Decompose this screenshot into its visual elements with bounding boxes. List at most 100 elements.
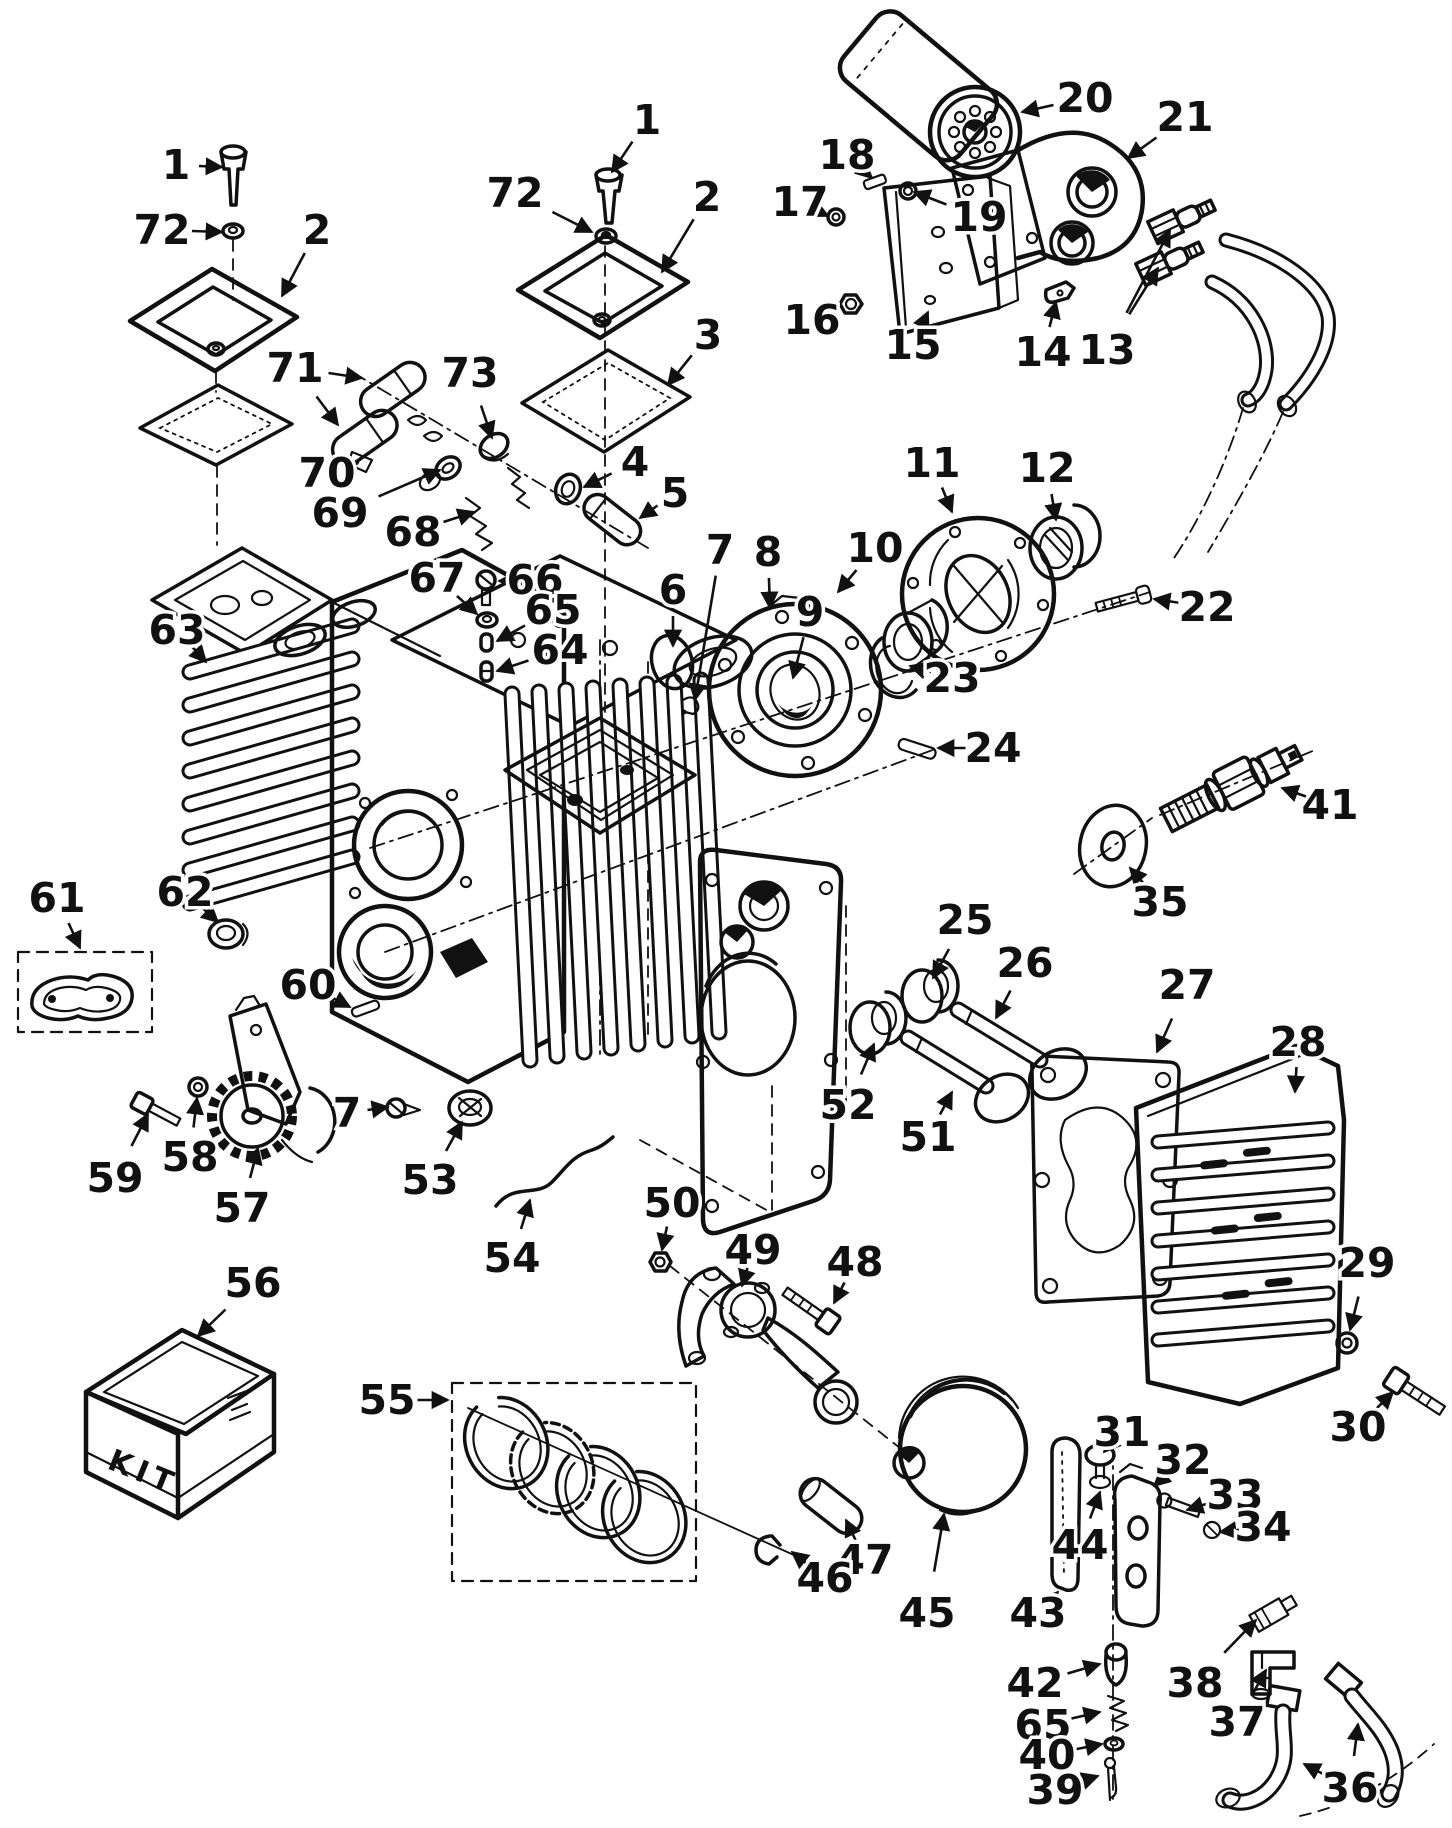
part-number-65: 65: [524, 586, 581, 634]
part-number-42: 42: [1006, 1659, 1063, 1707]
leader-line-23: [908, 661, 932, 680]
stud-22: [1094, 584, 1153, 613]
part-number-71: 71: [266, 344, 323, 392]
leader-line-36: [1302, 1762, 1328, 1780]
part-number-61: 61: [28, 874, 85, 922]
filter-adapter: [950, 130, 1146, 286]
valve-51: [899, 1029, 1031, 1124]
dowel-pin-24: [897, 737, 937, 760]
part-number-29: 29: [1338, 1239, 1395, 1287]
bracket-stud: [862, 173, 888, 191]
valve-keepers-70: [346, 414, 444, 474]
part-number-34: 34: [1234, 1503, 1291, 1551]
part-number-66: 66: [506, 556, 563, 604]
leader-line-49: [738, 1267, 756, 1288]
part-number-67: 67: [408, 554, 465, 602]
leader-line-39: [1076, 1772, 1100, 1790]
leader-line-30: [1374, 1390, 1395, 1411]
bushing-53: [447, 1089, 493, 1127]
spring-retainer-69: [418, 455, 462, 492]
leader-line-27: [1155, 1017, 1174, 1054]
leader-line-26: [994, 989, 1012, 1020]
oil-wire-54: [494, 1135, 615, 1208]
leader-line-16: [821, 303, 842, 321]
check-ball-42: [1103, 1642, 1129, 1687]
rotator-cap-73: [478, 431, 510, 462]
part-number-33: 33: [1206, 1471, 1263, 1519]
leader-line-34: [1218, 1521, 1242, 1540]
rod-cap: [677, 1266, 736, 1368]
part-number-45: 45: [898, 1589, 955, 1637]
part-number-63: 63: [148, 606, 205, 654]
ring-set-55: [450, 1381, 797, 1583]
part-number-11: 11: [903, 439, 960, 487]
part-number-53: 53: [401, 1156, 458, 1204]
leader-line-72: [191, 222, 224, 241]
part-number-38: 38: [1166, 1659, 1223, 1707]
cam-bushing-62: [207, 918, 249, 950]
bearing-12: [1028, 503, 1102, 581]
kit-box-label: KIT: [103, 1443, 184, 1503]
leader-line-57: [244, 1146, 263, 1179]
leader-line-33: [1185, 1496, 1212, 1514]
washer-67: [475, 611, 499, 629]
spark-plug-41: [1158, 743, 1316, 834]
part-number-13: 13: [1078, 326, 1135, 374]
bearing-plate-8-9: [706, 594, 884, 779]
leader-line-17: [809, 200, 830, 218]
bracket-washer: [826, 207, 846, 227]
leader-line-67: [456, 595, 479, 616]
part-number-7: 7: [333, 1089, 362, 1137]
breather-plate-43: [1050, 1436, 1082, 1592]
valve-cover-gasket-left: [138, 383, 294, 546]
leader-line-1: [610, 140, 634, 174]
leader-line-64: [495, 657, 529, 675]
part-number-7: 7: [706, 526, 735, 574]
leader-line-22: [1152, 592, 1181, 611]
leader-line-45: [932, 1512, 951, 1572]
dowel-pin-64: [479, 660, 494, 683]
leader-line-28: [1286, 1066, 1306, 1094]
pin-clip-46: [754, 1534, 782, 1566]
part-number-70: 70: [298, 449, 355, 497]
leader-line-52: [859, 1042, 876, 1076]
leader-line-13: [1125, 228, 1172, 314]
oil-pump: [207, 994, 337, 1164]
leader-line-2: [280, 252, 306, 298]
valve-cover-gasket-3: [520, 348, 692, 454]
cotter-pin-39: [1103, 1756, 1118, 1802]
part-number-17: 17: [771, 178, 828, 226]
breather-spring-65: [1106, 1694, 1130, 1733]
leader-line-70: [339, 459, 360, 477]
vent-fitting-38: [1248, 1594, 1298, 1633]
leader-line-42: [1067, 1659, 1102, 1678]
leader-line-7: [688, 575, 718, 702]
lock-washer-center: [594, 227, 618, 245]
part-number-69: 69: [311, 489, 368, 537]
leader-line-63: [188, 643, 208, 664]
breather-body-32-44: [1112, 1462, 1162, 1628]
leader-line-48: [832, 1281, 850, 1305]
head-bolt-center: [594, 167, 624, 713]
dowel-pin-65: [479, 632, 494, 653]
elbow-37: [1250, 1650, 1296, 1701]
part-number-59: 59: [86, 1154, 143, 1202]
part-number-50: 50: [643, 1179, 700, 1227]
leader-line-53: [444, 1120, 464, 1152]
part-number-55: 55: [358, 1376, 415, 1424]
breather-washer-40: [1103, 1736, 1125, 1752]
group-dash-lines: [639, 1085, 773, 1213]
part-number-64: 64: [531, 626, 588, 674]
part-number-52: 52: [819, 1081, 876, 1129]
leader-line-11: [937, 487, 955, 514]
oil-line-fittings-13: [1133, 198, 1217, 288]
line-art: [16, 9, 1447, 1817]
rod-bolt-48: [781, 1286, 842, 1336]
leader-line-7: [367, 1100, 390, 1119]
part-number-57: 57: [213, 1184, 270, 1232]
leader-line-29: [1345, 1296, 1363, 1332]
part-number-16: 16: [783, 296, 840, 344]
clamp-14: [1043, 280, 1076, 304]
part-number-40: 40: [1018, 1731, 1075, 1779]
